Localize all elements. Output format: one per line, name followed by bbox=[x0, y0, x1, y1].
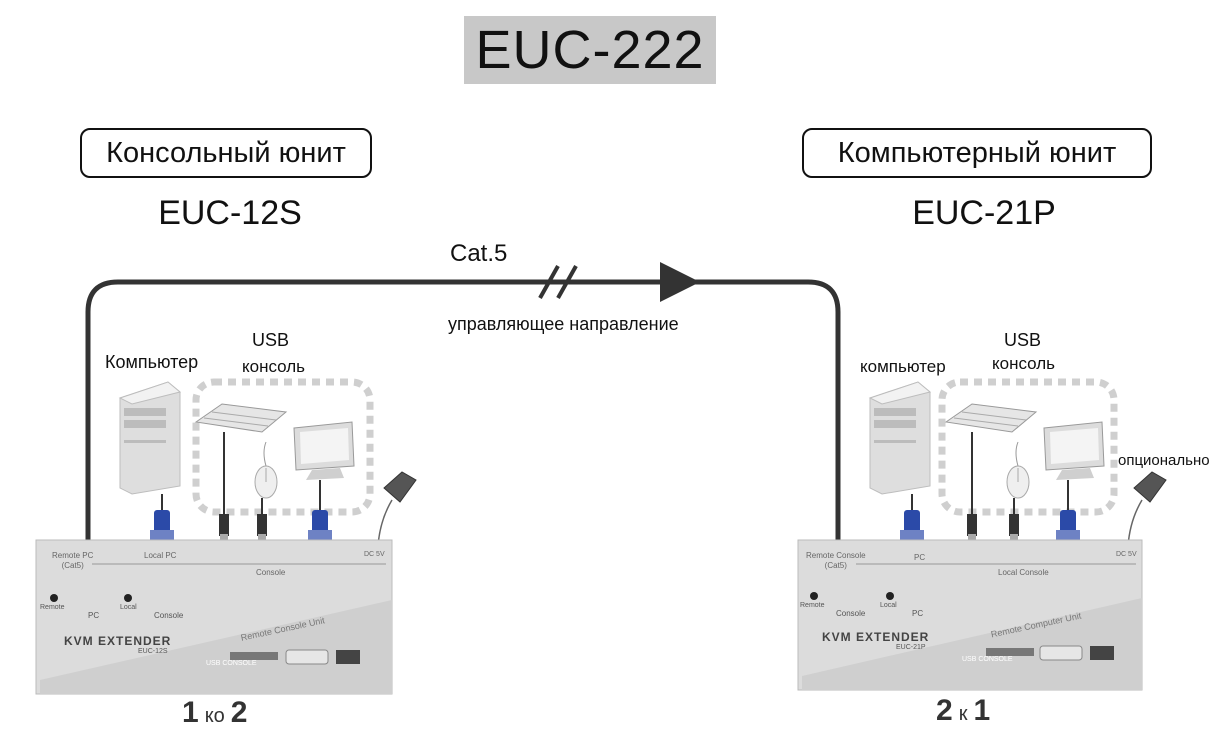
led-remote-label: Remote bbox=[40, 604, 65, 611]
usb-plug-icon bbox=[1009, 514, 1019, 542]
usb-plug-icon bbox=[257, 514, 267, 542]
computer-port-ratio: 2 к 1 bbox=[936, 694, 991, 727]
mouse-icon bbox=[254, 441, 278, 499]
usb-console-group bbox=[938, 378, 1118, 516]
port-pc-label: PC bbox=[914, 553, 926, 562]
euc-12s-device bbox=[35, 539, 393, 695]
port-dc-label: DC 5V bbox=[364, 551, 385, 558]
led-remote-label: Remote bbox=[800, 602, 825, 609]
port-local-pc-label: Local PC bbox=[144, 551, 177, 560]
device-usb-console-print: USB CONSOLE bbox=[962, 656, 1013, 663]
computer-tower-icon bbox=[868, 381, 932, 495]
switch-pc-label: PC bbox=[912, 609, 924, 618]
usb-plug-icon bbox=[967, 514, 977, 542]
switch-pc-label: PC bbox=[88, 611, 100, 620]
monitor-icon bbox=[1043, 421, 1105, 480]
console-computer-label: Компьютер bbox=[105, 352, 199, 372]
vga-connector-icon bbox=[150, 510, 174, 540]
cable-break-slash bbox=[556, 265, 578, 299]
euc-21p-device bbox=[797, 539, 1143, 691]
port-console-label: Console bbox=[256, 568, 286, 577]
port-remote-console-label: Remote Console (Cat5) bbox=[806, 551, 866, 570]
computer-computer-label: компьютер bbox=[860, 357, 946, 376]
console-unit-title: Консольный юнит bbox=[80, 128, 372, 178]
keyboard-icon bbox=[944, 403, 1038, 433]
power-adapter-icon bbox=[377, 471, 417, 547]
usb-plug-icon bbox=[219, 514, 229, 542]
computer-console-label: консоль bbox=[992, 354, 1056, 373]
port-dc-label: DC 5V bbox=[1116, 551, 1137, 558]
usb-console-group bbox=[192, 378, 374, 516]
mouse-icon bbox=[1006, 441, 1030, 499]
port-remote-pc-label: Remote PC (Cat5) bbox=[52, 551, 94, 570]
cable-break-slash bbox=[538, 265, 560, 299]
port-local-console-label: Local Console bbox=[998, 568, 1049, 577]
vga-connector-icon bbox=[900, 510, 924, 540]
direction-arrow bbox=[660, 262, 700, 302]
led-local-label: Local bbox=[880, 602, 897, 609]
vga-connector-icon bbox=[1056, 510, 1080, 540]
control-direction-label: управляющее направление bbox=[448, 314, 679, 334]
console-unit-model: EUC-12S bbox=[158, 194, 302, 232]
console-port-ratio: 1 ко 2 bbox=[182, 696, 248, 729]
device-model-print: EUC-12S bbox=[138, 648, 168, 655]
monitor-icon bbox=[293, 421, 355, 480]
optional-label: опционально bbox=[1118, 452, 1210, 469]
switch-console-label: Console bbox=[836, 609, 866, 618]
vga-connector-icon bbox=[308, 510, 332, 540]
computer-unit-title: Компьютерный юнит bbox=[802, 128, 1152, 178]
computer-unit-model: EUC-21P bbox=[912, 194, 1056, 232]
device-usb-console-print: USB CONSOLE bbox=[206, 660, 257, 667]
switch-console-label: Console bbox=[154, 611, 184, 620]
cat5-cable bbox=[85, 279, 841, 548]
device-brand: KVM EXTENDER bbox=[822, 630, 930, 644]
device-brand: KVM EXTENDER bbox=[64, 634, 172, 648]
led-local-label: Local bbox=[120, 604, 137, 611]
computer-tower-icon bbox=[118, 381, 182, 495]
cable-label: Cat.5 bbox=[450, 240, 508, 267]
console-usb-label: USB bbox=[252, 330, 290, 350]
power-adapter-icon bbox=[1127, 471, 1167, 547]
keyboard-icon bbox=[194, 403, 288, 433]
computer-usb-label: USB bbox=[1004, 330, 1042, 350]
device-model-print: EUC-21P bbox=[896, 644, 926, 651]
diagram-title: EUC-222 bbox=[464, 16, 716, 84]
console-console-label: консоль bbox=[242, 357, 306, 376]
